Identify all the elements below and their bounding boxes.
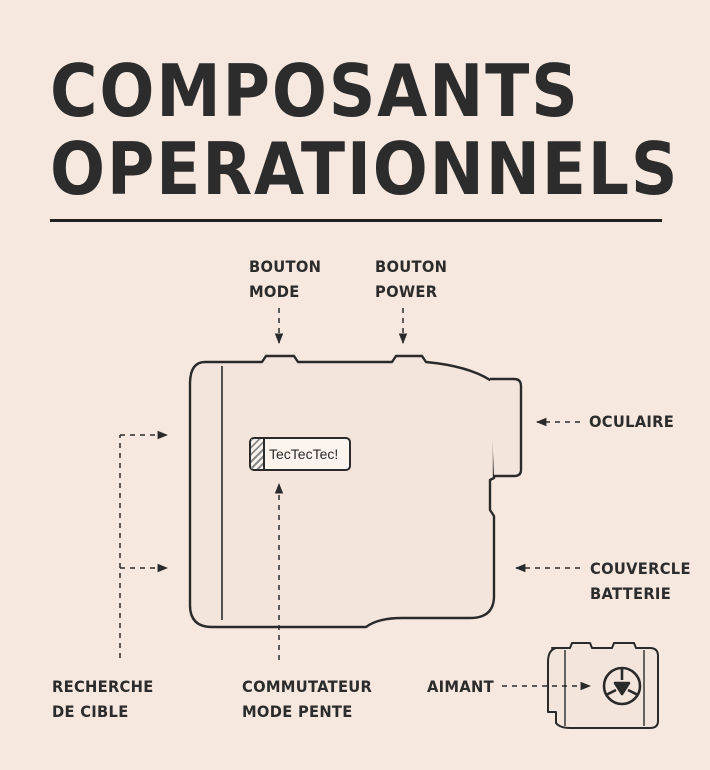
slope-switch-hatch — [251, 439, 265, 469]
eyepiece — [490, 379, 521, 476]
label-bouton-mode: BOUTON MODE — [249, 254, 321, 304]
label-oculaire: OCULAIRE — [589, 409, 674, 434]
rangefinder-body — [190, 356, 521, 627]
label-commutateur-mode-pente: COMMUTATEUR MODE PENTE — [242, 674, 372, 724]
leader-recherche — [120, 435, 167, 658]
label-aimant: AIMANT — [427, 674, 494, 699]
brand-badge: TecTecTec! — [249, 437, 351, 471]
brand-logo: TecTecTec! — [269, 446, 338, 462]
body-outline — [190, 356, 494, 627]
label-couvercle-batterie: COUVERCLE BATTERIE — [590, 556, 691, 606]
label-recherche-de-cible: RECHERCHE DE CIBLE — [52, 674, 154, 724]
label-bouton-power: BOUTON POWER — [375, 254, 447, 304]
